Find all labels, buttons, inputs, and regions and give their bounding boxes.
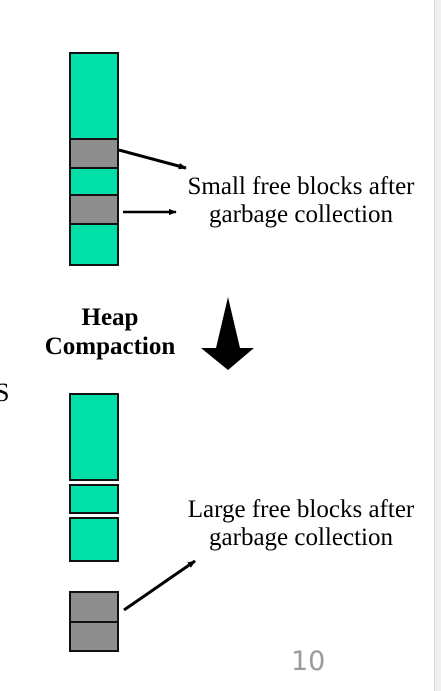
large-free-blocks-label: Large free blocks after garbage collecti… bbox=[163, 496, 439, 552]
small-free-label-line-1: Small free blocks after bbox=[187, 173, 415, 200]
used-block bbox=[69, 517, 119, 562]
heap-compaction-label: Heap Compaction bbox=[28, 303, 192, 361]
small-free-label-line-2: garbage collection bbox=[209, 201, 393, 228]
used-block bbox=[69, 484, 119, 514]
pointer-arrow-1 bbox=[118, 148, 187, 170]
heap-compaction-line-1: Heap bbox=[81, 304, 139, 331]
large-free-label-line-1: Large free blocks after bbox=[187, 496, 415, 523]
used-block bbox=[69, 223, 119, 266]
slide-edge bbox=[434, 0, 441, 691]
compaction-down-arrow bbox=[201, 297, 254, 370]
used-block bbox=[69, 393, 119, 481]
cropped-text-fragment: S bbox=[0, 378, 10, 407]
page-number: 10 bbox=[291, 646, 326, 677]
pointer-arrow-3 bbox=[123, 559, 196, 612]
free-block bbox=[69, 621, 119, 652]
small-free-blocks-label: Small free blocks after garbage collecti… bbox=[163, 173, 439, 229]
large-free-label-line-2: garbage collection bbox=[209, 524, 393, 551]
heap-compaction-line-2: Compaction bbox=[44, 333, 176, 360]
